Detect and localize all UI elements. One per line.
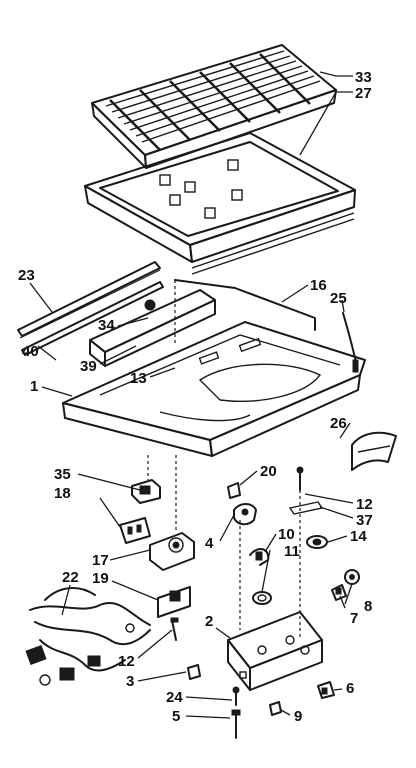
callout-27: 27 (355, 85, 372, 102)
small-hardware-parts (227, 466, 328, 640)
callout-34: 34 (98, 317, 115, 334)
callout-14: 14 (350, 528, 367, 545)
callout-35: 35 (54, 466, 71, 483)
callout-6: 6 (346, 680, 354, 697)
callout-25: 25 (330, 290, 347, 307)
callout-19: 19 (92, 570, 109, 587)
shelf-pan-part (62, 279, 366, 457)
callout-4: 4 (205, 535, 214, 552)
leader-lines (29, 71, 354, 719)
callout-40: 40 (22, 343, 39, 360)
callout-2: 2 (205, 613, 213, 630)
callout-12-upper: 12 (356, 496, 373, 513)
thermostat-bulb-part (342, 312, 359, 373)
callout-23: 23 (18, 267, 35, 284)
callout-10: 10 (278, 526, 295, 543)
callout-11: 11 (284, 543, 300, 560)
callout-17: 17 (92, 552, 109, 569)
callout-26: 26 (330, 415, 347, 432)
callout-37: 37 (356, 512, 373, 529)
fastener-parts (187, 569, 360, 739)
callout-22: 22 (62, 569, 79, 586)
callout-9: 9 (294, 708, 302, 725)
callout-33: 33 (355, 69, 372, 86)
lower-bracket-part (227, 611, 323, 691)
callout-13: 13 (130, 370, 147, 387)
callout-1: 1 (30, 378, 38, 395)
cover-tab-part (351, 431, 397, 471)
callout-18: 18 (54, 485, 71, 502)
grille-shelf-part (91, 44, 337, 169)
callout-39: 39 (80, 358, 97, 375)
callout-20: 20 (260, 463, 277, 480)
frame-part (84, 132, 356, 275)
wiring-harness-part (25, 587, 151, 686)
callout-8: 8 (364, 598, 372, 615)
callout-7: 7 (350, 610, 358, 627)
callout-5: 5 (172, 708, 180, 725)
callout-16: 16 (310, 277, 327, 294)
callout-12-lower: 12 (118, 653, 135, 670)
callout-labels: 33 27 23 16 25 34 40 39 13 1 26 35 18 20… (18, 69, 373, 725)
seal-strip-part (17, 261, 164, 356)
callout-3: 3 (126, 673, 134, 690)
control-bracket-part (119, 455, 195, 641)
callout-24: 24 (166, 689, 183, 706)
